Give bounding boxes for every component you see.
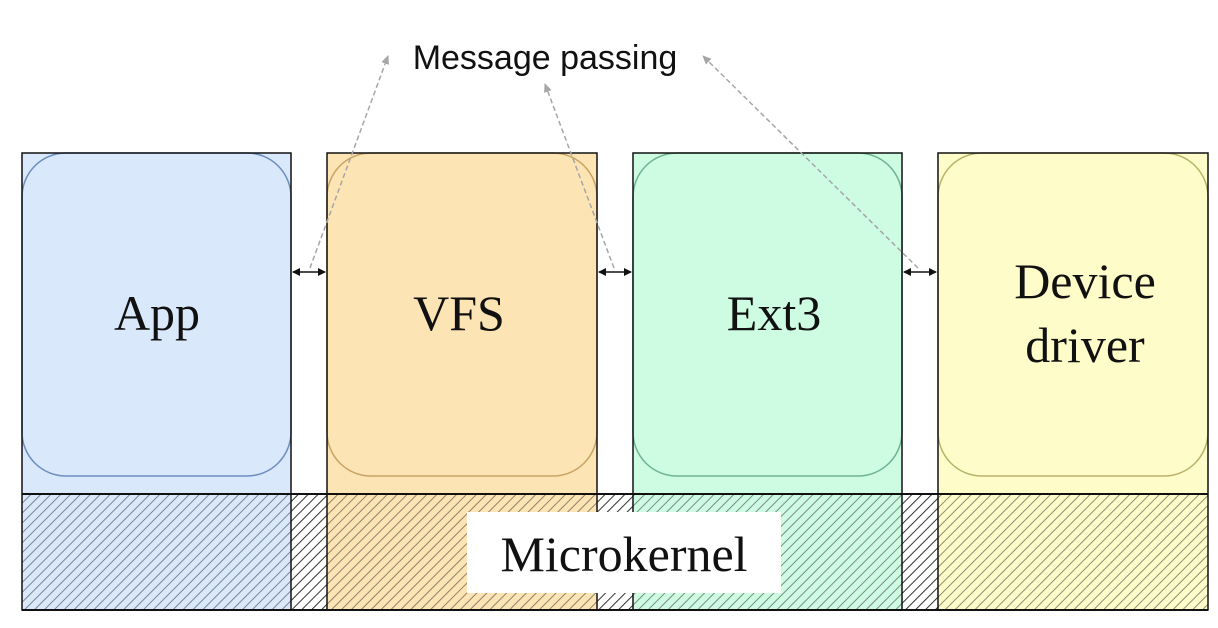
component-box-device-driver bbox=[937, 152, 1209, 477]
column-app-kernel-hatch bbox=[22, 494, 291, 610]
component-label-app: App bbox=[114, 285, 200, 341]
column-device-driver-kernel-hatch bbox=[938, 494, 1208, 610]
microkernel-label: Microkernel bbox=[500, 526, 747, 582]
component-label-device-driver: Device bbox=[1014, 253, 1156, 309]
message-pointer-3 bbox=[702, 55, 919, 269]
microkernel-label-box bbox=[467, 512, 781, 593]
component-label-ext3: Ext3 bbox=[727, 285, 821, 341]
column-device-driver: Device driver bbox=[937, 152, 1209, 611]
kernel-gap-3 bbox=[902, 494, 938, 610]
component-label-vfs: VFS bbox=[413, 285, 505, 341]
message-passing-label: Message passing bbox=[413, 39, 678, 77]
kernel-gap-1 bbox=[291, 494, 327, 610]
message-pointer-2 bbox=[544, 83, 615, 269]
message-pointer-1 bbox=[309, 55, 389, 269]
component-label-device-driver-line2: driver bbox=[1025, 317, 1145, 373]
message-passing-pointers bbox=[309, 55, 919, 269]
column-app: App bbox=[21, 152, 292, 611]
